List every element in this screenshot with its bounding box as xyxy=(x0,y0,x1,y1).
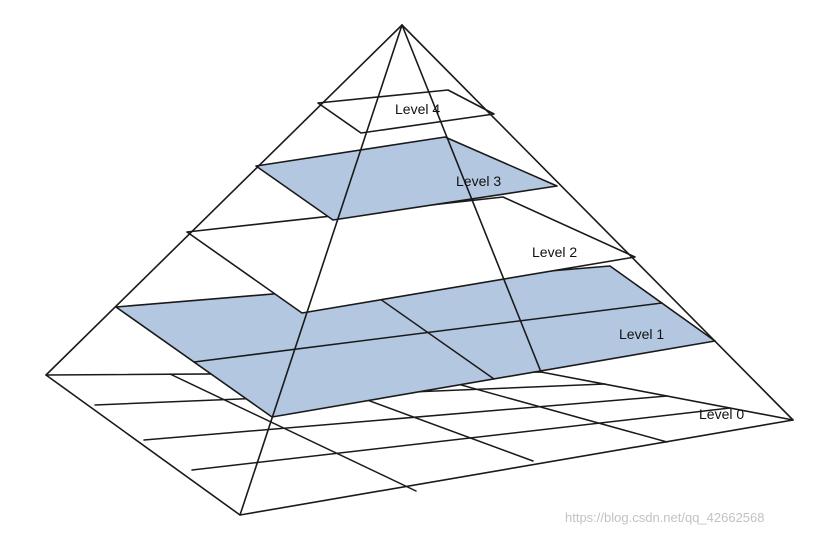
edge-back xyxy=(401,24,542,373)
pyramid-edges xyxy=(45,24,794,516)
watermark-text: https://blog.csdn.net/qq_42662568 xyxy=(565,510,765,525)
level-3-plane xyxy=(255,136,558,221)
edge-left xyxy=(45,24,403,376)
level-0-label: Level 0 xyxy=(699,406,744,422)
level-4-label: Level 4 xyxy=(395,101,440,117)
level-labels: Level 4 Level 3 Level 2 Level 1 Level 0 xyxy=(395,101,744,422)
edge-front xyxy=(239,24,403,516)
level-2-label: Level 2 xyxy=(532,244,577,260)
level-4-plane xyxy=(317,89,495,134)
level-1-label: Level 1 xyxy=(619,326,664,342)
edge-right xyxy=(401,24,794,421)
level-1-grid xyxy=(193,286,663,380)
level-3-label: Level 3 xyxy=(456,173,501,189)
level-0-plane xyxy=(45,371,794,516)
